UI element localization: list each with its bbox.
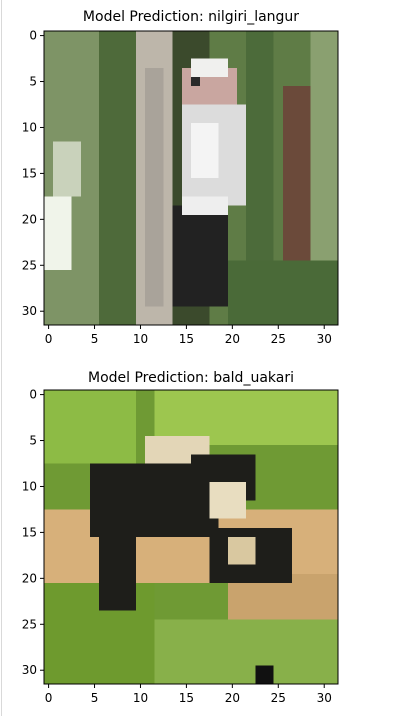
y-tick-label: 30 <box>22 304 37 318</box>
x-tick-label: 20 <box>225 691 240 705</box>
x-tick-label: 5 <box>91 332 99 346</box>
y-tick-label: 5 <box>29 75 37 89</box>
y-tick-label: 0 <box>29 29 37 43</box>
pixel-block <box>44 390 136 464</box>
x-tick-label: 0 <box>45 332 53 346</box>
figure-panel-2: Model Prediction: bald_uakari 0 5 10 15 20 25… <box>0 358 407 716</box>
x-tick-label: 20 <box>225 332 240 346</box>
image-pixels <box>44 31 338 325</box>
x-tick-label: 10 <box>133 332 148 346</box>
x-tick-label: 30 <box>317 332 332 346</box>
pixel-block <box>255 665 274 684</box>
pixel-block <box>89 463 219 537</box>
y-tick-label: 20 <box>22 571 37 585</box>
x-tick-label: 0 <box>45 691 53 705</box>
left-border-line <box>1 0 2 716</box>
chart-title-1: Model Prediction: nilgiri_langur <box>82 9 300 25</box>
image-pixels <box>44 390 338 684</box>
x-tick-label: 25 <box>271 332 286 346</box>
chart-title-2: Model Prediction: bald_uakari <box>88 370 294 386</box>
x-tick-label: 25 <box>271 691 286 705</box>
pixel-block <box>181 196 228 215</box>
y-tick-label: 10 <box>22 479 37 493</box>
x-tick-label: 15 <box>179 691 194 705</box>
y-tick-label: 15 <box>22 525 37 539</box>
y-tick-label: 25 <box>22 617 37 631</box>
pixel-block <box>227 260 338 325</box>
pixel-block <box>191 58 228 77</box>
axes-frame <box>43 389 339 685</box>
x-tick-label: 5 <box>91 691 99 705</box>
y-tick-label: 0 <box>29 388 37 402</box>
pixel-block <box>227 537 256 565</box>
x-tick-label: 10 <box>133 691 148 705</box>
pixel-block <box>191 122 219 178</box>
pixel-block <box>154 619 338 684</box>
y-tick-label: 10 <box>22 120 37 134</box>
y-tick-label: 20 <box>22 212 37 226</box>
axes-frame <box>43 30 339 326</box>
y-tick-label: 5 <box>29 434 37 448</box>
x-tick-label: 30 <box>317 691 332 705</box>
pixel-block <box>191 76 201 87</box>
image-plot-1: 0 5 10 15 20 25 30 0 5 10 15 20 25 30 <box>22 29 339 346</box>
x-tick-label: 15 <box>179 332 194 346</box>
pixel-block <box>172 205 228 307</box>
pixel-block <box>53 141 81 197</box>
y-tick-label: 25 <box>22 258 37 272</box>
pixel-block <box>99 537 136 611</box>
image-plot-2: 0 5 10 15 20 25 30 0 5 10 15 20 25 30 <box>22 388 339 705</box>
pixel-block <box>209 481 247 519</box>
pixel-block <box>99 31 136 325</box>
y-tick-label: 15 <box>22 166 37 180</box>
pixel-block <box>44 196 72 270</box>
figure-panel-1: Model Prediction: nilgiri_langur 0 5 10 15 2… <box>22 9 339 346</box>
y-tick-label: 30 <box>22 663 37 677</box>
pixel-block <box>145 67 164 307</box>
